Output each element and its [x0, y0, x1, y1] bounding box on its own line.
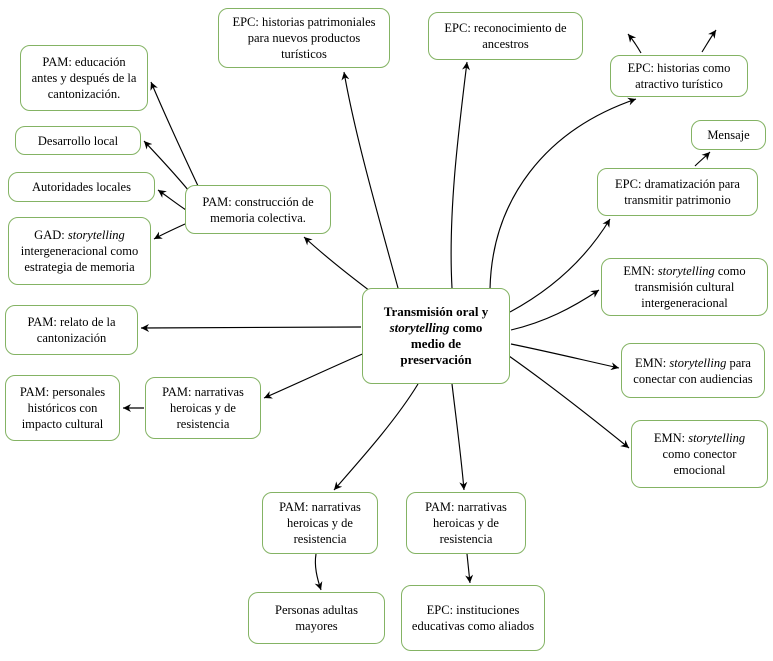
node-mensaje: Mensaje [691, 120, 766, 150]
node-pam-educacion: PAM: educación antes y después de la can… [20, 45, 148, 111]
connector-central-to-pam-relato [140, 323, 362, 332]
connector-central-to-pam-narrativas-izq [263, 351, 368, 399]
connector-construccion-to-pam-educacion [150, 81, 200, 189]
node-label: EMN: storytelling para conectar con audi… [633, 355, 753, 386]
connector-atractivo-up-right [701, 29, 717, 53]
connector-construccion-to-gad [153, 223, 186, 240]
node-pam-narrativas-abajo-der: PAM: narrativas heroicas y de resistenci… [406, 492, 526, 554]
node-emn-conector: EMN: storytelling como conector emociona… [631, 420, 768, 488]
node-epc-atractivo: EPC: historias como atractivo turístico [610, 55, 748, 97]
node-label: PAM: relato de la cantonización [27, 315, 116, 345]
node-label: Mensaje [707, 128, 750, 142]
node-label: EMN: storytelling como transmisión cultu… [623, 264, 746, 310]
node-pam-construccion: PAM: construcción de memoria colectiva. [185, 185, 331, 234]
node-label: EPC: dramatización para transmitir patri… [615, 177, 740, 207]
connector-central-to-epc-patrimoniales [341, 71, 399, 289]
node-epc-reconocimiento: EPC: reconocimiento de ancestros [428, 12, 583, 60]
node-pam-personales: PAM: personales históricos con impacto c… [5, 375, 120, 441]
connector-atractivo-up-left [627, 33, 642, 54]
node-central-label: Transmisión oral y storytelling como med… [383, 303, 489, 368]
connector-central-to-pam-construccion [303, 236, 375, 295]
node-label: PAM: educación antes y después de la can… [31, 55, 137, 101]
node-autoridades-locales: Autoridades locales [8, 172, 155, 202]
node-label: GAD: storytelling intergeneracional como… [20, 228, 139, 274]
node-label: Desarrollo local [37, 133, 119, 148]
node-epc-patrimoniales: EPC: historias patrimoniales para nuevos… [218, 8, 390, 68]
node-emn-audiencias: EMN: storytelling para conectar con audi… [621, 343, 765, 398]
node-pam-narrativas-izq: PAM: narrativas heroicas y de resistenci… [145, 377, 261, 439]
node-central: Transmisión oral y storytelling como med… [362, 288, 510, 384]
node-desarrollo-local: Desarrollo local [15, 126, 141, 155]
connector-central-to-narrativas-abajo-der [451, 383, 468, 491]
node-label: EPC: historias patrimoniales para nuevos… [232, 15, 376, 61]
connector-central-to-emn-audiencias [510, 343, 620, 371]
node-label: PAM: personales históricos con impacto c… [19, 385, 106, 431]
node-pam-narrativas-abajo-izq: PAM: narrativas heroicas y de resistenci… [262, 492, 378, 554]
node-gad-storytelling: GAD: storytelling intergeneracional como… [8, 217, 151, 285]
node-personas-adultas: Personas adultas mayores [248, 592, 385, 644]
connector-dramatizacion-to-mensaje [694, 151, 711, 167]
node-epc-instituciones: EPC: instituciones educativas como aliad… [401, 585, 545, 651]
connector-central-to-epc-reconocimiento [450, 61, 470, 289]
connector-narrativas-to-personas-adultas [314, 553, 323, 591]
node-epc-dramatizacion: EPC: dramatización para transmitir patri… [597, 168, 758, 216]
connector-central-to-epc-dramatizacion [509, 218, 611, 313]
connector-central-to-emn-transmision [510, 289, 600, 331]
node-label: PAM: narrativas heroicas y de resistenci… [425, 500, 507, 546]
node-label: PAM: narrativas heroicas y de resistenci… [279, 500, 361, 546]
node-emn-transmision: EMN: storytelling como transmisión cultu… [601, 258, 768, 316]
connector-narrativas-to-epc-instituciones [465, 553, 474, 584]
node-label: PAM: construcción de memoria colectiva. [202, 194, 314, 225]
node-label: EMN: storytelling como conector emociona… [653, 431, 746, 477]
connector-construccion-to-autoridades [157, 189, 187, 211]
node-label: PAM: narrativas heroicas y de resistenci… [162, 385, 244, 431]
connector-central-to-narrativas-abajo-izq [333, 383, 419, 491]
node-label: EPC: instituciones educativas como aliad… [411, 603, 535, 633]
connector-central-to-emn-conector [508, 355, 630, 449]
node-label: Autoridades locales [32, 180, 131, 194]
connector-central-to-epc-atractivo [489, 97, 637, 290]
node-label: EPC: reconocimiento de ancestros [444, 21, 567, 51]
node-label: EPC: historias como atractivo turístico [627, 61, 731, 91]
node-pam-relato: PAM: relato de la cantonización [5, 305, 138, 355]
node-label: Personas adultas mayores [275, 603, 358, 633]
